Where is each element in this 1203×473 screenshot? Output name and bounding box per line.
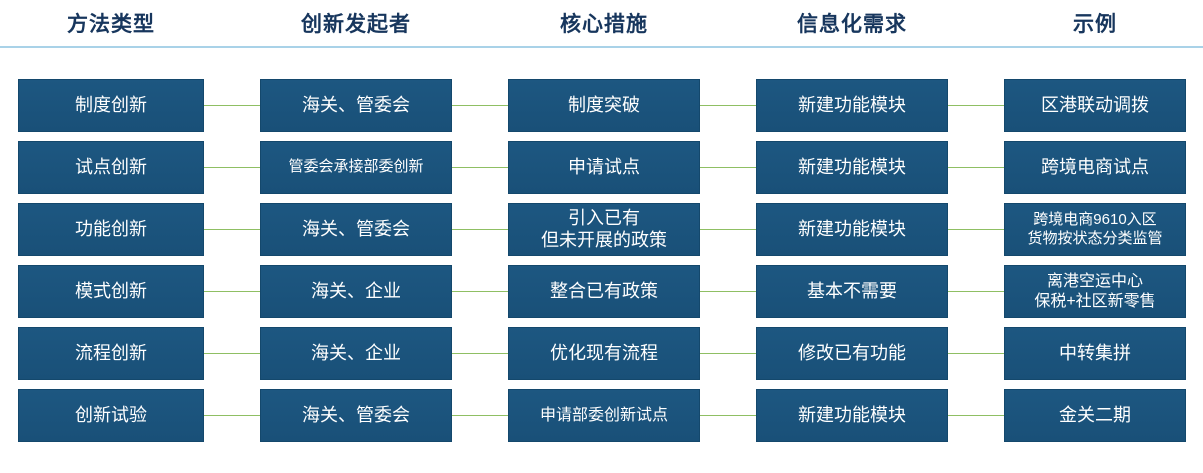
cell-it-requirement-5[interactable]: 修改已有功能 — [756, 327, 948, 380]
cell-text: 跨境电商9610入区 货物按状态分类监管 — [1027, 211, 1163, 247]
connector-r1-c4-c5 — [948, 105, 1004, 106]
cell-text: 管委会承接部委创新 — [288, 158, 424, 176]
cell-text: 试点创新 — [75, 156, 147, 177]
cell-core-measure-3[interactable]: 引入已有 但未开展的政策 — [508, 203, 700, 256]
cell-text: 新建功能模块 — [798, 404, 906, 425]
cell-text: 新建功能模块 — [798, 156, 906, 177]
connector-r5-c4-c5 — [948, 353, 1004, 354]
connector-r6-c3-c4 — [700, 415, 756, 416]
connector-r6-c1-c2 — [204, 415, 260, 416]
cell-text: 基本不需要 — [807, 280, 897, 301]
connector-r1-c1-c2 — [204, 105, 260, 106]
cell-text: 中转集拼 — [1059, 342, 1131, 363]
connector-r3-c4-c5 — [948, 229, 1004, 230]
cell-text: 制度突破 — [568, 94, 640, 115]
cell-text: 金关二期 — [1059, 404, 1131, 425]
cell-initiator-5[interactable]: 海关、企业 — [260, 327, 452, 380]
column-header-initiator: 创新发起者 — [301, 13, 411, 36]
cell-method-type-1[interactable]: 制度创新 — [18, 79, 204, 132]
connector-r4-c4-c5 — [948, 291, 1004, 292]
connector-r1-c3-c4 — [700, 105, 756, 106]
cell-method-type-4[interactable]: 模式创新 — [18, 265, 204, 318]
cell-text: 海关、企业 — [311, 280, 401, 301]
cell-method-type-6[interactable]: 创新试验 — [18, 389, 204, 442]
cell-core-measure-2[interactable]: 申请试点 — [508, 141, 700, 194]
connector-r3-c1-c2 — [204, 229, 260, 230]
column-header-row: 方法类型 创新发起者 核心措施 信息化需求 示例 — [0, 0, 1203, 50]
cell-example-4[interactable]: 离港空运中心 保税+社区新零售 — [1004, 265, 1186, 318]
cell-method-type-2[interactable]: 试点创新 — [18, 141, 204, 194]
cell-text: 新建功能模块 — [798, 218, 906, 239]
connector-r5-c2-c3 — [452, 353, 508, 354]
cell-method-type-3[interactable]: 功能创新 — [18, 203, 204, 256]
cell-text: 跨境电商试点 — [1041, 156, 1149, 177]
cell-it-requirement-6[interactable]: 新建功能模块 — [756, 389, 948, 442]
connector-r6-c2-c3 — [452, 415, 508, 416]
cell-text: 引入已有 但未开展的政策 — [541, 207, 667, 250]
cell-text: 海关、管委会 — [302, 404, 410, 425]
connector-r3-c2-c3 — [452, 229, 508, 230]
cell-initiator-4[interactable]: 海关、企业 — [260, 265, 452, 318]
cell-text: 申请部委创新试点 — [539, 406, 668, 424]
cell-core-measure-1[interactable]: 制度突破 — [508, 79, 700, 132]
column-header-example: 示例 — [1073, 13, 1117, 36]
cell-text: 流程创新 — [75, 342, 147, 363]
cell-example-5[interactable]: 中转集拼 — [1004, 327, 1186, 380]
cell-example-3[interactable]: 跨境电商9610入区 货物按状态分类监管 — [1004, 203, 1186, 256]
cell-text: 创新试验 — [75, 404, 147, 425]
cell-text: 海关、管委会 — [302, 94, 410, 115]
cell-text: 优化现有流程 — [550, 342, 658, 363]
header-divider — [0, 46, 1203, 48]
cell-text: 制度创新 — [75, 94, 147, 115]
connector-r2-c3-c4 — [700, 167, 756, 168]
connector-r2-c2-c3 — [452, 167, 508, 168]
connector-r5-c1-c2 — [204, 353, 260, 354]
connector-r3-c3-c4 — [700, 229, 756, 230]
column-header-it-requirement: 信息化需求 — [797, 13, 907, 36]
cell-text: 海关、管委会 — [302, 218, 410, 239]
column-header-core-measure: 核心措施 — [560, 13, 648, 36]
cell-text: 修改已有功能 — [798, 342, 906, 363]
cell-core-measure-6[interactable]: 申请部委创新试点 — [508, 389, 700, 442]
connector-r2-c4-c5 — [948, 167, 1004, 168]
connector-r2-c1-c2 — [204, 167, 260, 168]
cell-text: 功能创新 — [75, 218, 147, 239]
cell-example-1[interactable]: 区港联动调拨 — [1004, 79, 1186, 132]
connector-r4-c1-c2 — [204, 291, 260, 292]
cell-example-6[interactable]: 金关二期 — [1004, 389, 1186, 442]
connector-r1-c2-c3 — [452, 105, 508, 106]
cell-initiator-1[interactable]: 海关、管委会 — [260, 79, 452, 132]
cell-example-2[interactable]: 跨境电商试点 — [1004, 141, 1186, 194]
cell-core-measure-4[interactable]: 整合已有政策 — [508, 265, 700, 318]
cell-text: 申请试点 — [568, 156, 640, 177]
cell-core-measure-5[interactable]: 优化现有流程 — [508, 327, 700, 380]
column-header-method-type: 方法类型 — [67, 13, 155, 36]
cell-method-type-5[interactable]: 流程创新 — [18, 327, 204, 380]
cell-text: 新建功能模块 — [798, 94, 906, 115]
cell-initiator-6[interactable]: 海关、管委会 — [260, 389, 452, 442]
cell-it-requirement-1[interactable]: 新建功能模块 — [756, 79, 948, 132]
connector-r6-c4-c5 — [948, 415, 1004, 416]
cell-it-requirement-3[interactable]: 新建功能模块 — [756, 203, 948, 256]
cell-it-requirement-4[interactable]: 基本不需要 — [756, 265, 948, 318]
cell-text: 模式创新 — [75, 280, 147, 301]
cell-initiator-3[interactable]: 海关、管委会 — [260, 203, 452, 256]
cell-text: 离港空运中心 保税+社区新零售 — [1034, 272, 1156, 310]
cell-text: 整合已有政策 — [550, 280, 658, 301]
cell-text: 区港联动调拨 — [1041, 94, 1149, 115]
cell-it-requirement-2[interactable]: 新建功能模块 — [756, 141, 948, 194]
connector-r4-c2-c3 — [452, 291, 508, 292]
connector-r4-c3-c4 — [700, 291, 756, 292]
cell-text: 海关、企业 — [311, 342, 401, 363]
cell-initiator-2[interactable]: 管委会承接部委创新 — [260, 141, 452, 194]
connector-r5-c3-c4 — [700, 353, 756, 354]
